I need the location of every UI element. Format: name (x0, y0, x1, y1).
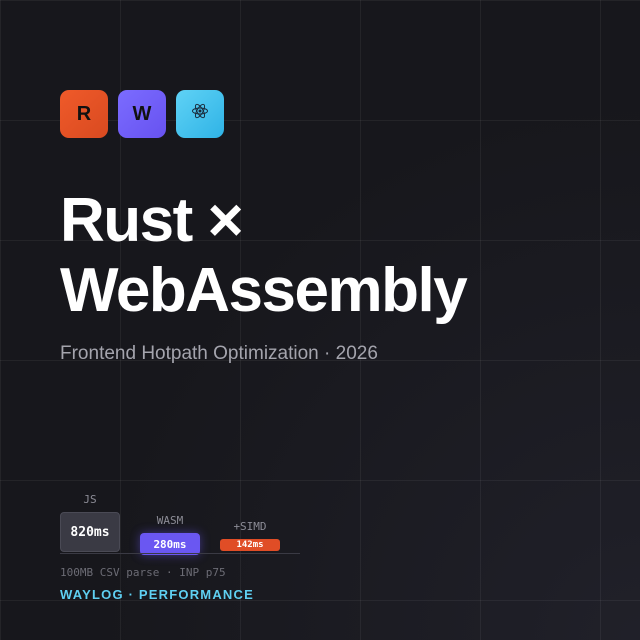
title-line-1: Rust × (60, 186, 244, 255)
rust-badge: R (60, 90, 108, 138)
bar-js: 820ms (60, 512, 120, 552)
bar-value-simd: 142ms (236, 540, 264, 550)
bar-category-js: JS (83, 493, 97, 506)
benchmark-chart: JS 820ms WASM 280ms +SIMD 142ms (60, 490, 300, 560)
subtitle: Frontend Hotpath Optimization · 2026 (60, 343, 378, 364)
chart-baseline (60, 553, 300, 554)
rust-badge-letter: R (76, 102, 92, 125)
page-title: Rust × WebAssembly (60, 186, 468, 326)
metric-note: 100MB CSV parse · INP p75 (60, 566, 226, 579)
brand-label: WAYLOG · PERFORMANCE (60, 587, 254, 602)
react-icon (191, 102, 209, 126)
bar-category-wasm: WASM (156, 514, 184, 527)
tech-badges: R W (60, 90, 224, 138)
title-line-2: WebAssembly (60, 256, 468, 325)
bar-wasm: 280ms (140, 533, 200, 555)
webassembly-badge-letter: W (132, 102, 152, 125)
react-badge (176, 90, 224, 138)
webassembly-badge: W (118, 90, 166, 138)
bar-value-wasm: 280ms (153, 537, 187, 551)
bar-simd: 142ms (220, 539, 280, 551)
bar-group-simd: +SIMD 142ms (220, 520, 280, 551)
bar-group-js: JS 820ms (60, 493, 120, 552)
bar-category-simd: +SIMD (233, 520, 267, 533)
bar-value-js: 820ms (70, 524, 110, 540)
bar-group-wasm: WASM 280ms (140, 514, 200, 555)
